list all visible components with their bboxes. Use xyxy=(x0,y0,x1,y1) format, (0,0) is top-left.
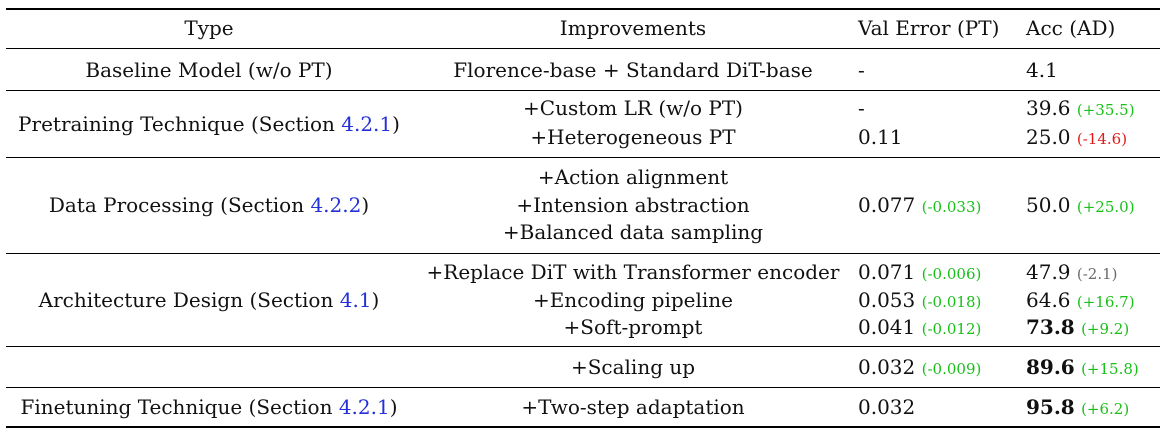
type-cell: Finetuning Technique (Section 4.2.1) xyxy=(6,393,412,421)
val-cell: 0.071 (-0.006) xyxy=(858,258,1018,288)
header-acc: Acc (AD) xyxy=(1026,16,1116,40)
acc-cell: 73.8 (+9.2) xyxy=(1026,313,1160,343)
acc-value: 39.6 xyxy=(1026,96,1071,120)
type-close: ) xyxy=(361,193,370,217)
acc-value: 25.0 xyxy=(1026,125,1071,149)
val-value: 0.071 xyxy=(858,260,916,284)
val-delta: (-0.018) xyxy=(921,293,982,311)
val-value: 0.11 xyxy=(858,125,903,149)
acc-cell: 50.0 (+25.0) xyxy=(1026,191,1160,221)
section-ref-link[interactable]: 4.2.1 xyxy=(341,112,393,136)
type-label: Finetuning Technique (Section xyxy=(20,395,339,419)
type-close: ) xyxy=(392,112,400,136)
section-ref-link[interactable]: 4.1 xyxy=(339,288,372,312)
header-val-error: Val Error (PT) xyxy=(858,16,1000,40)
type-label: Data Processing (Section xyxy=(48,193,311,217)
row-divider xyxy=(6,387,1160,388)
acc-delta: (-2.1) xyxy=(1076,265,1118,283)
val-cell: - xyxy=(858,94,1018,122)
header-rule xyxy=(6,48,1160,49)
type-close: ) xyxy=(389,395,398,419)
type-label: Pretraining Technique (Section xyxy=(18,112,342,136)
val-delta: (-0.006) xyxy=(921,265,982,283)
val-value: - xyxy=(858,96,865,120)
type-cell: Pretraining Technique (Section 4.2.1) xyxy=(6,110,412,138)
acc-cell: 89.6 (+15.8) xyxy=(1026,353,1160,383)
improvement-cell: +Soft-prompt xyxy=(563,315,703,339)
type-label: Baseline Model (w/o PT) xyxy=(85,58,333,82)
acc-delta: (+6.2) xyxy=(1081,400,1130,418)
val-cell: 0.032 (-0.009) xyxy=(858,353,1018,383)
acc-value: 64.6 xyxy=(1026,288,1071,312)
row-divider xyxy=(6,90,1160,91)
acc-delta: (+9.2) xyxy=(1081,320,1130,338)
acc-cell: 39.6 (+35.5) xyxy=(1026,94,1160,124)
improvement-cell: +Action alignment xyxy=(537,165,729,189)
improvement-cell: +Custom LR (w/o PT) xyxy=(523,96,743,120)
acc-delta: (+35.5) xyxy=(1076,101,1135,119)
improvement-cell: +Replace DiT with Transformer encoder xyxy=(426,260,840,284)
improvement-cell: +Intension abstraction xyxy=(516,193,750,217)
val-delta: (-0.012) xyxy=(921,320,982,338)
val-delta: (-0.009) xyxy=(921,360,982,378)
header-improvements: Improvements xyxy=(559,16,707,40)
val-value: 0.053 xyxy=(858,288,916,312)
row-divider xyxy=(6,157,1160,158)
section-ref-link[interactable]: 4.2.1 xyxy=(338,395,390,419)
val-cell: 0.11 xyxy=(858,123,1018,151)
top-rule xyxy=(6,8,1160,10)
improvement-cell: +Heterogeneous PT xyxy=(530,125,736,149)
type-cell: Architecture Design (Section 4.1) xyxy=(6,286,412,314)
val-value: 0.032 xyxy=(858,355,916,379)
results-table: Type Improvements Val Error (PT) Acc (AD… xyxy=(6,8,1160,428)
row-divider xyxy=(6,253,1160,254)
acc-value-bold: 95.8 xyxy=(1026,395,1075,419)
acc-cell: 47.9 (-2.1) xyxy=(1026,258,1160,288)
acc-delta: (+16.7) xyxy=(1076,293,1135,311)
acc-delta: (+15.8) xyxy=(1081,360,1139,378)
type-close: ) xyxy=(371,288,380,312)
val-value: 0.041 xyxy=(858,315,916,339)
acc-cell: 95.8 (+6.2) xyxy=(1026,393,1160,423)
section-ref-link[interactable]: 4.2.2 xyxy=(310,193,362,217)
type-label: Architecture Design (Section xyxy=(38,288,340,312)
acc-value-bold: 89.6 xyxy=(1026,355,1075,379)
improvement-cell: +Encoding pipeline xyxy=(532,288,734,312)
val-cell: 0.053 (-0.018) xyxy=(858,286,1018,316)
acc-value: 4.1 xyxy=(1026,58,1058,82)
row-divider xyxy=(6,346,1160,347)
improvement-cell: Florence-base + Standard DiT-base xyxy=(453,58,813,82)
val-cell: 0.077 (-0.033) xyxy=(858,191,1018,221)
val-cell: 0.032 xyxy=(858,393,1018,421)
acc-value-bold: 73.8 xyxy=(1026,315,1075,339)
val-cell: 0.041 (-0.012) xyxy=(858,313,1018,343)
acc-delta: (-14.6) xyxy=(1076,130,1128,148)
val-value: - xyxy=(858,58,865,82)
acc-cell: 64.6 (+16.7) xyxy=(1026,286,1160,316)
acc-delta: (+25.0) xyxy=(1076,198,1135,216)
acc-cell: 4.1 xyxy=(1026,56,1160,84)
header-type: Type xyxy=(184,16,234,40)
val-value: 0.077 xyxy=(858,193,916,217)
improvement-cell: +Scaling up xyxy=(570,355,696,379)
improvement-cell: +Balanced data sampling xyxy=(502,220,764,244)
val-delta: (-0.033) xyxy=(921,198,982,216)
acc-cell: 25.0 (-14.6) xyxy=(1026,123,1160,153)
val-cell: - xyxy=(858,56,1018,84)
bottom-rule xyxy=(6,426,1160,428)
type-cell: Baseline Model (w/o PT) xyxy=(6,56,412,84)
acc-value: 50.0 xyxy=(1026,193,1071,217)
type-cell: Data Processing (Section 4.2.2) xyxy=(6,191,412,219)
improvement-cell: +Two-step adaptation xyxy=(521,395,745,419)
val-value: 0.032 xyxy=(858,395,916,419)
acc-value: 47.9 xyxy=(1026,260,1071,284)
